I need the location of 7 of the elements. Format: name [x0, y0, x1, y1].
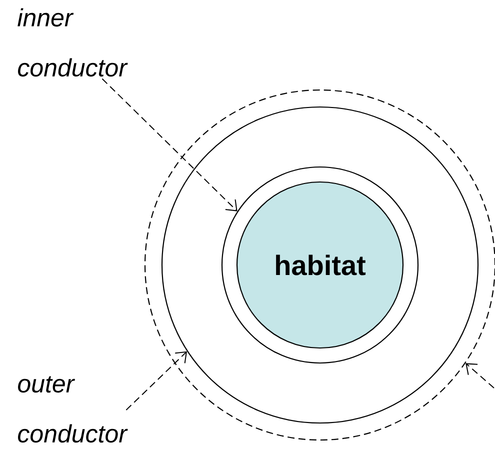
conductor-ring [161, 106, 479, 424]
leader-arrow [102, 78, 238, 212]
callout-label: outer conductor [18, 376, 128, 443]
leader-arrow [466, 363, 494, 388]
callout-label: inner conductor [18, 8, 128, 77]
conductor-ring [221, 166, 419, 364]
leader-arrow [126, 351, 188, 410]
